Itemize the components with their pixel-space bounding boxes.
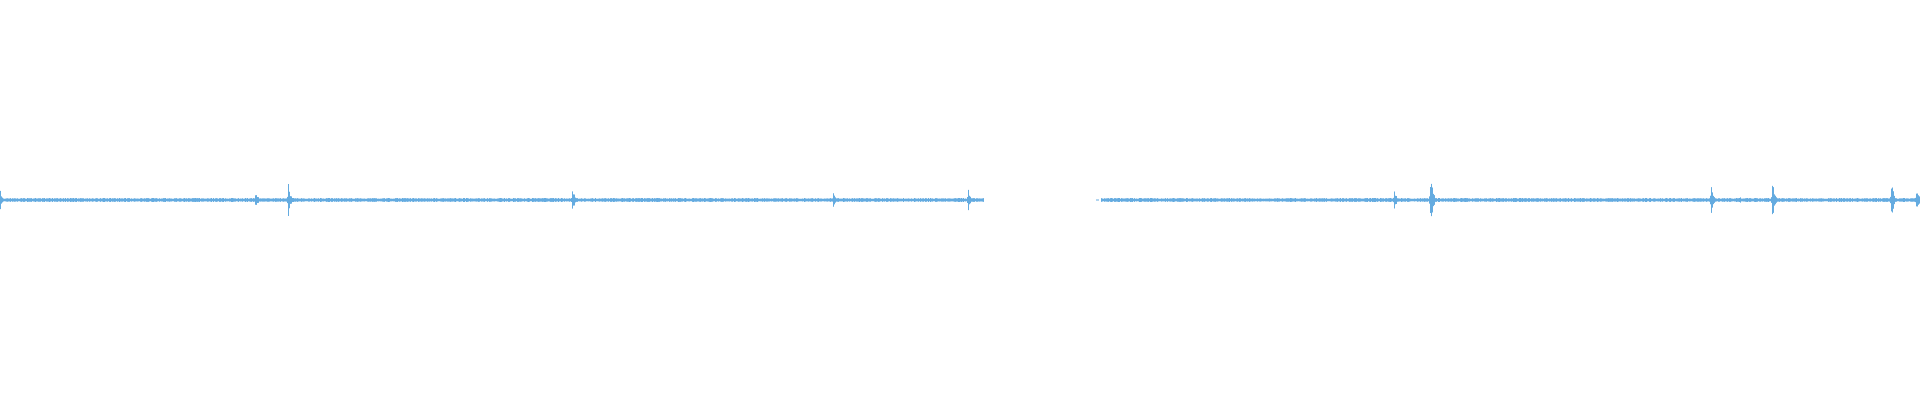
waveform-sample-dot [1124, 199, 1127, 201]
waveform-path-group [0, 183, 1920, 217]
waveform-sample-dot [1110, 199, 1113, 201]
waveform-sample-dot [1152, 199, 1155, 201]
waveform-sample-dot [1096, 199, 1099, 201]
waveform-sample-dot [1103, 199, 1106, 201]
waveform-sample-dot [1159, 199, 1162, 201]
waveform-sample-dot [1145, 199, 1148, 201]
waveform-sample-dot [1138, 199, 1141, 201]
waveform-path [0, 183, 1920, 217]
waveform-sample-dot [1117, 199, 1120, 201]
waveform-sample-dot [1131, 199, 1134, 201]
